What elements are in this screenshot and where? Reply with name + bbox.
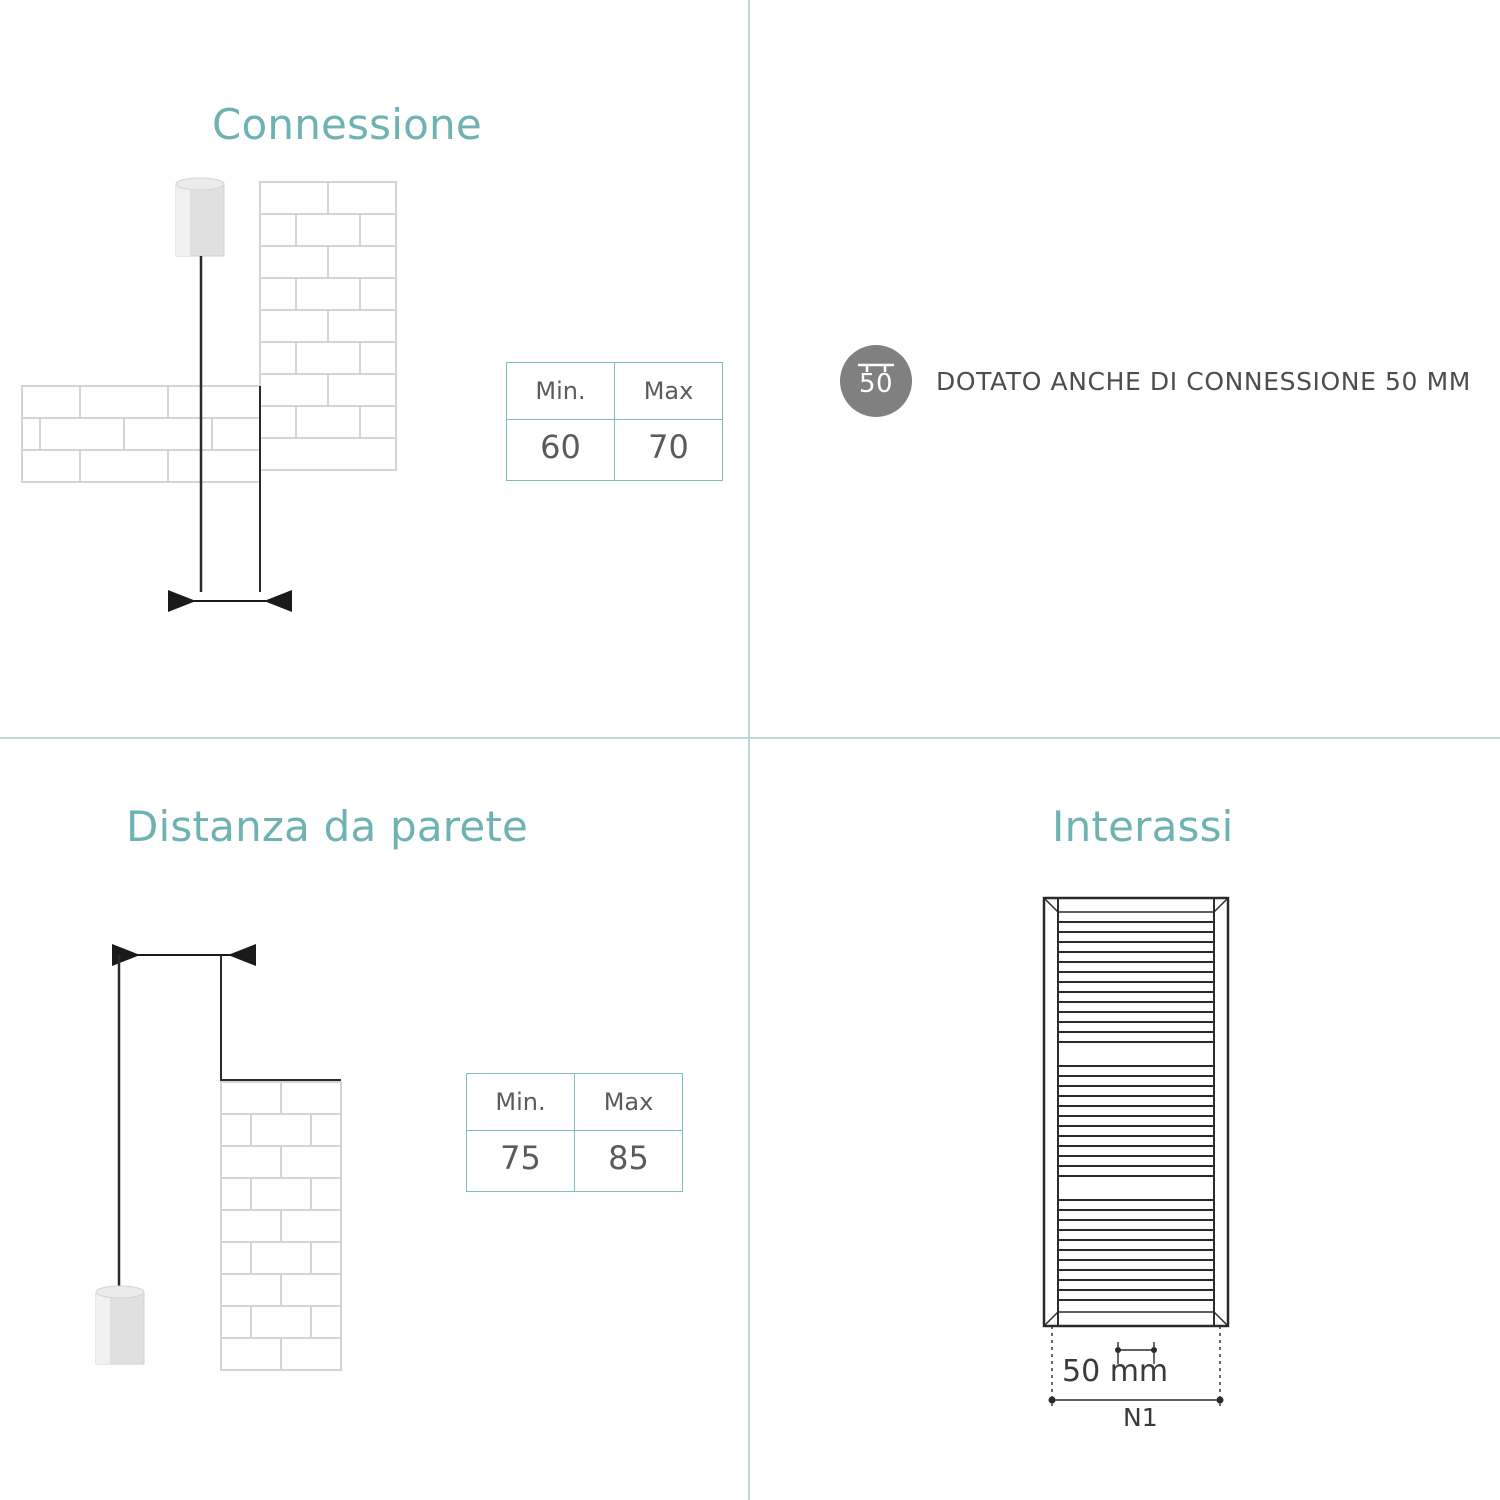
vertical-divider xyxy=(748,0,750,1500)
section-title-connessione: Connessione xyxy=(212,100,482,149)
dimension-n1 xyxy=(1048,1396,1224,1404)
dimension-50mm xyxy=(1115,1342,1157,1364)
table-header-min: Min. xyxy=(466,1073,575,1131)
connection-fitting xyxy=(175,177,225,257)
connessione-drawing xyxy=(0,160,740,660)
bracket-mount-icon xyxy=(840,358,912,374)
connection-badge: 50 xyxy=(840,345,912,417)
horizontal-divider xyxy=(0,737,1500,739)
table-value-min: 75 xyxy=(466,1130,575,1192)
connection-note-text: DOTATO ANCHE DI CONNESSIONE 50 MM xyxy=(936,366,1471,396)
table-header-max: Max xyxy=(614,362,723,420)
table-header-max: Max xyxy=(574,1073,683,1131)
extension-lines xyxy=(1051,1326,1221,1410)
distanza-drawing xyxy=(60,910,460,1410)
connection-note: 50 DOTATO ANCHE DI CONNESSIONE 50 MM xyxy=(840,345,1471,417)
dimension-arrow-horizontal xyxy=(168,590,292,612)
table-value-row: 60 70 xyxy=(506,419,723,481)
section-title-distanza: Distanza da parete xyxy=(126,802,529,851)
table-value-max: 85 xyxy=(574,1130,683,1192)
table-value-row: 75 85 xyxy=(466,1130,683,1192)
brick-wall-vertical xyxy=(259,181,397,471)
brick-wall xyxy=(220,1081,342,1371)
distanza-dimension-table: Min. Max 75 85 xyxy=(466,1073,683,1192)
table-header-min: Min. xyxy=(506,362,615,420)
radiator-dimension-label: 50 mm xyxy=(1062,1354,1169,1389)
dimension-arrow-horizontal xyxy=(112,944,256,966)
table-value-min: 60 xyxy=(506,419,615,481)
radiator-center-label: N1 xyxy=(1123,1403,1158,1432)
brick-wall-horizontal xyxy=(21,385,261,483)
table-header-row: Min. Max xyxy=(506,362,723,420)
connection-fitting xyxy=(95,1285,145,1365)
section-title-interassi: Interassi xyxy=(1052,802,1234,851)
badge-value: 50 xyxy=(858,369,894,399)
radiator-tubes xyxy=(1058,921,1214,1301)
wall-reference-line xyxy=(220,955,341,1081)
radiator-drawing xyxy=(1020,880,1280,1420)
connessione-dimension-table: Min. Max 60 70 xyxy=(506,362,723,481)
table-header-row: Min. Max xyxy=(466,1073,683,1131)
table-value-max: 70 xyxy=(614,419,723,481)
